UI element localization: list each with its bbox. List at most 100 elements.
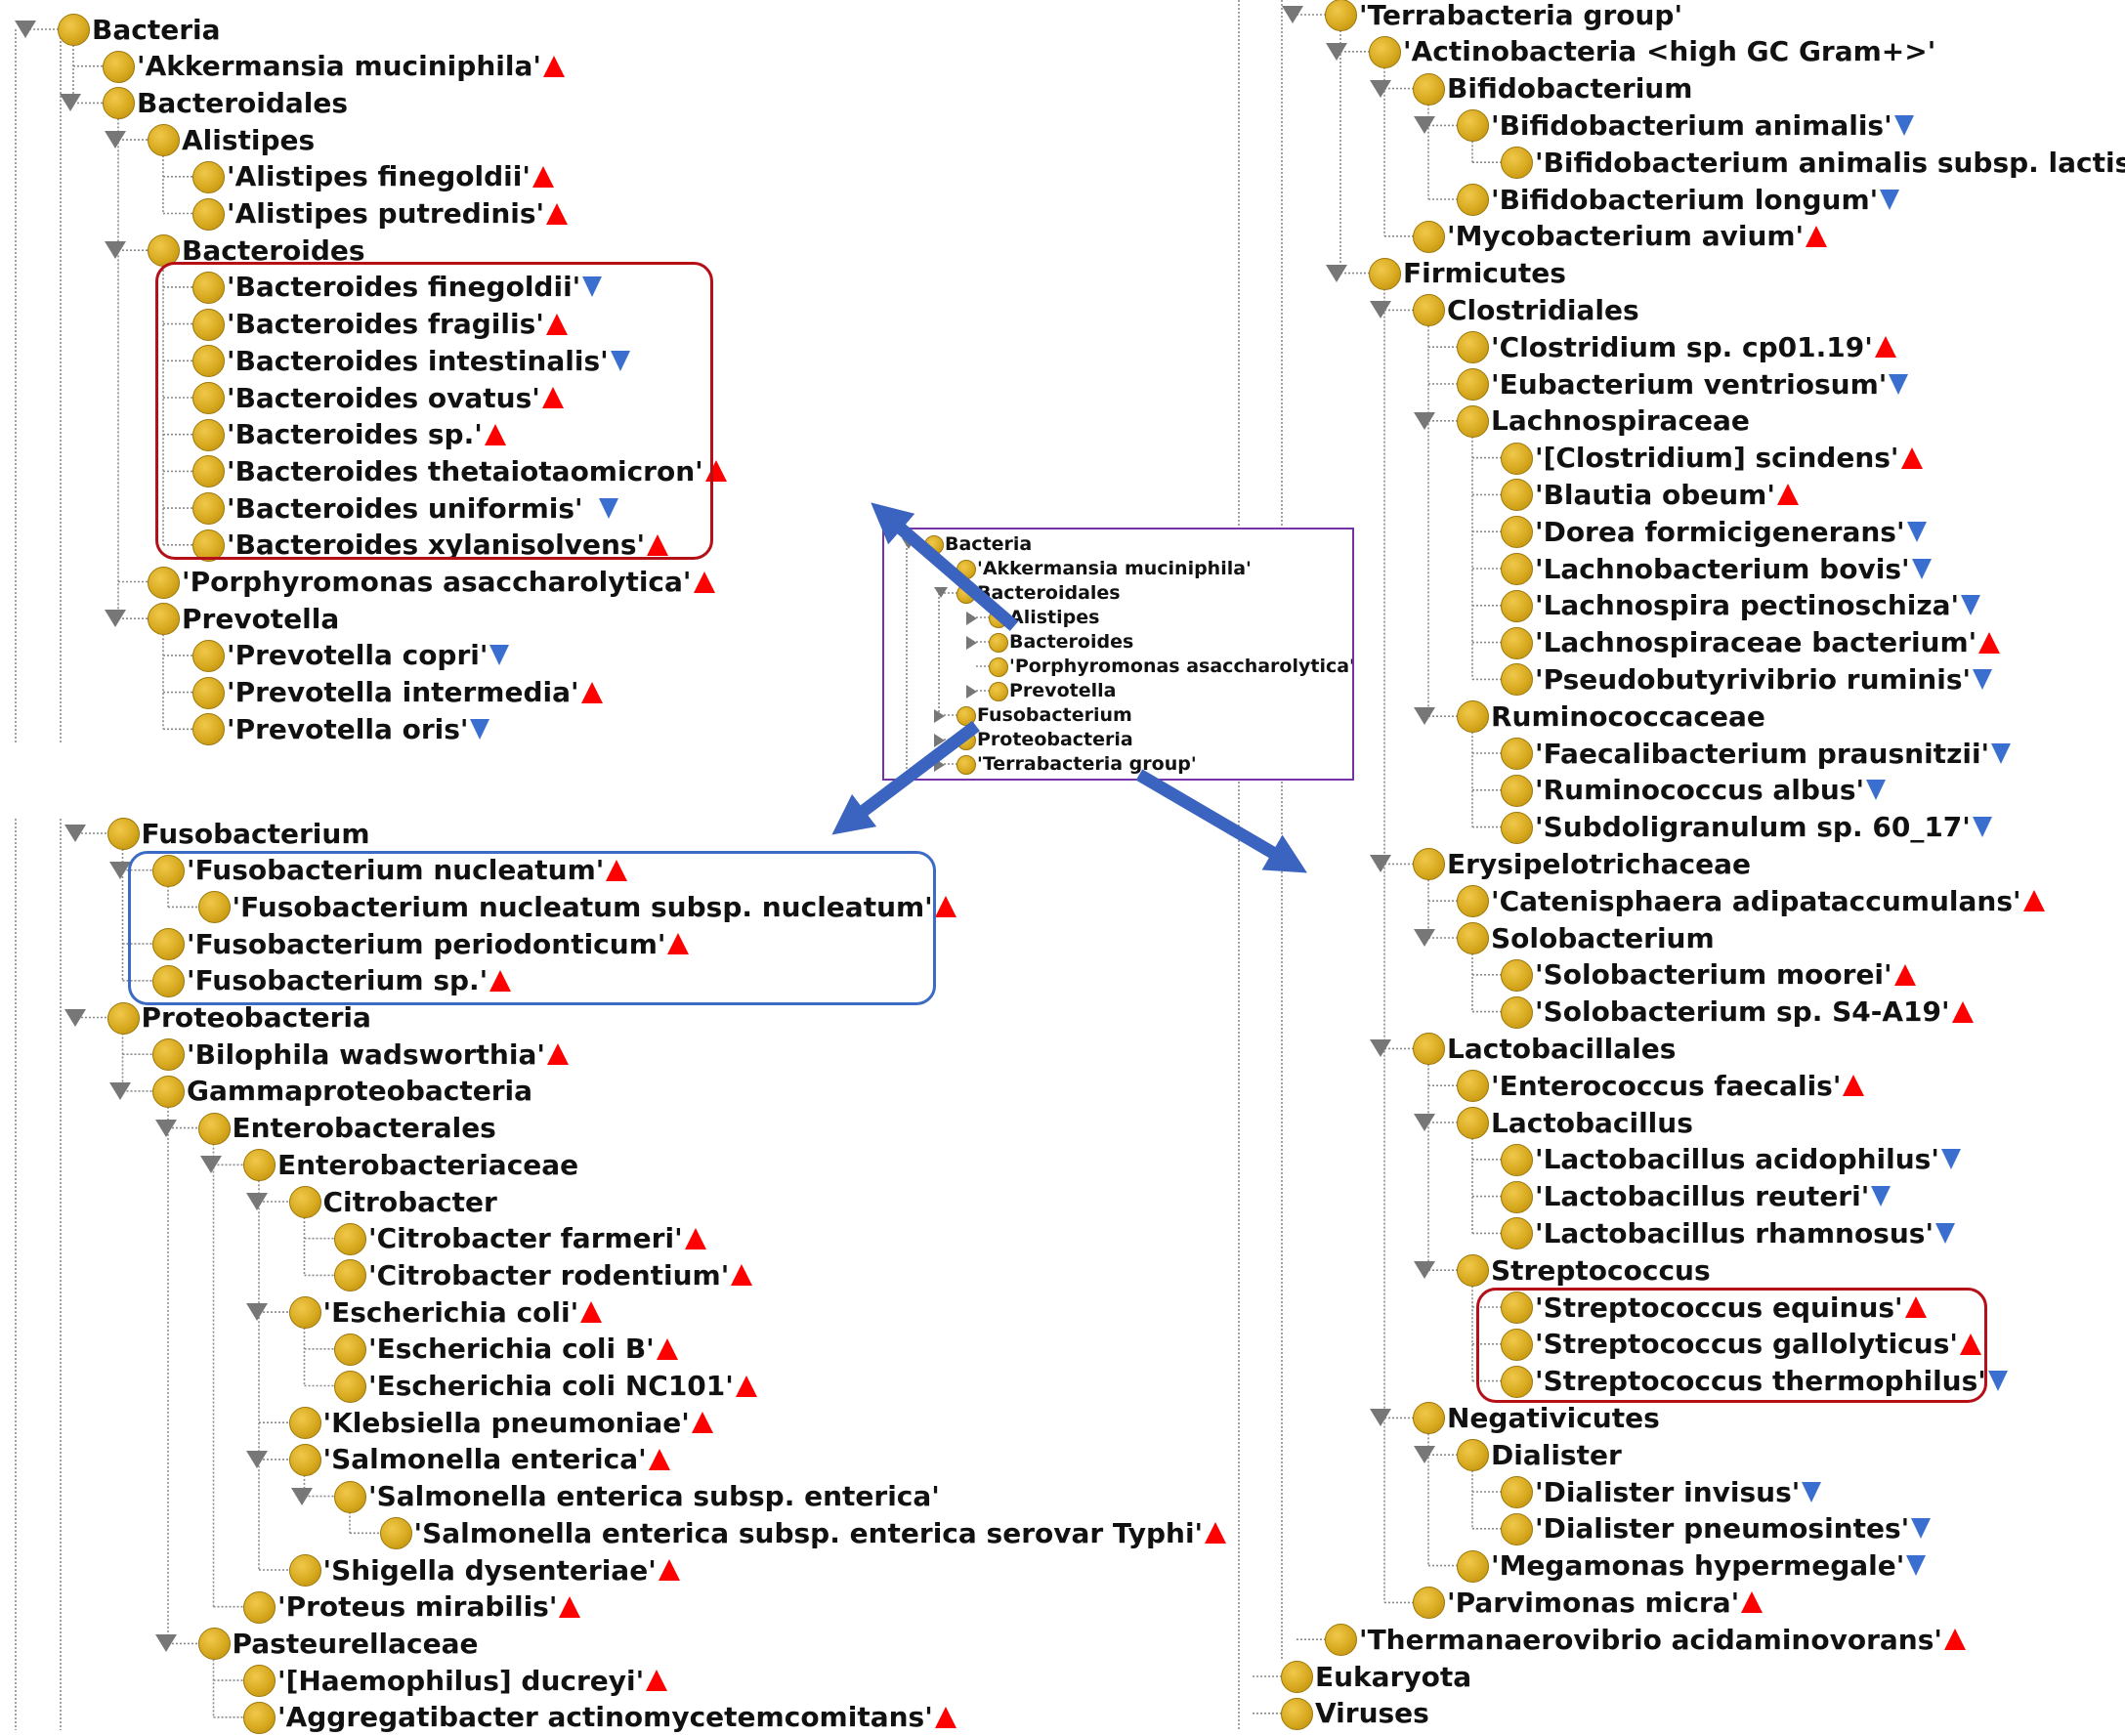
tree-node[interactable]: 'Catenisphaera adipataccumulans' [1491,882,2045,919]
tree-node[interactable]: Clostridiales [1447,291,1639,328]
tree-node[interactable]: 'Mycobacterium avium' [1447,218,1828,255]
tree-node[interactable]: 'Solobacterium moorei' [1535,956,1916,994]
tree-node[interactable]: 'Solobacterium sp. S4-A19' [1535,994,1974,1031]
tree-node[interactable]: 'Prevotella intermedia' [227,674,603,711]
tree-node[interactable]: 'Bifidobacterium longum' [1491,181,1900,218]
tree-node[interactable]: Bacteroides [182,232,365,269]
tree-node[interactable]: 'Bacteroides xylanisolvens' [227,527,669,564]
tree-node[interactable]: 'Fusobacterium periodonticum' [187,925,690,962]
tree-node[interactable]: 'Bifidobacterium animalis' [1491,106,1914,144]
expand-toggle-icon[interactable] [105,241,126,260]
minimap-tree-node[interactable]: Fusobacterium [977,703,1132,727]
tree-node[interactable]: 'Fusobacterium sp.' [187,962,512,999]
minimap-tree-node[interactable]: Bacteroidales [977,581,1121,605]
tree-node[interactable]: 'Clostridium sp. cp01.19' [1491,328,1896,365]
minimap-expanded-toggle-icon[interactable] [902,538,915,549]
tree-node[interactable]: 'Bacteroides thetaiotaomicron' [227,452,727,489]
expand-toggle-icon[interactable] [1370,1409,1391,1427]
tree-node[interactable]: Citrobacter [323,1183,497,1220]
tree-node[interactable]: 'Bacteroides uniformis' [227,489,618,527]
minimap-tree-node[interactable]: 'Terrabacteria group' [977,752,1197,776]
expand-toggle-icon[interactable] [1414,116,1435,135]
minimap-tree-node[interactable]: Bacteria [945,532,1032,556]
tree-node[interactable]: 'Megamonas hypermegale' [1491,1547,1927,1585]
minimap-tree-node[interactable]: 'Porphyromonas asaccharolytica' [1009,655,1352,678]
tree-node[interactable]: 'Terrabacteria group' [1359,0,1682,33]
tree-node[interactable]: Fusobacterium [142,815,370,852]
expand-toggle-icon[interactable] [1326,42,1347,61]
expand-toggle-icon[interactable] [1370,301,1391,319]
minimap-collapsed-toggle-icon[interactable] [934,758,945,772]
tree-node[interactable]: Eukaryota [1315,1658,1471,1695]
tree-node[interactable]: Viruses [1315,1695,1429,1732]
tree-node[interactable]: Pasteurellaceae [233,1625,479,1662]
minimap-tree-node[interactable]: Prevotella [1009,679,1116,702]
tree-node[interactable]: 'Bacteroides ovatus' [227,379,564,416]
tree-node[interactable]: Firmicutes [1403,255,1566,292]
tree-node[interactable]: 'Citrobacter rodentium' [368,1256,753,1293]
minimap-collapsed-toggle-icon[interactable] [966,612,977,625]
tree-node[interactable]: Lachnospiraceae [1491,402,1750,440]
expand-toggle-icon[interactable] [15,21,36,38]
expand-toggle-icon[interactable] [105,610,126,628]
tree-node[interactable]: 'Escherichia coli' [323,1293,603,1331]
tree-node[interactable]: Alistipes [182,121,315,158]
expand-toggle-icon[interactable] [1370,855,1391,873]
tree-node[interactable]: 'Dialister pneumosintes' [1535,1510,1932,1547]
expand-toggle-icon[interactable] [245,1450,268,1468]
tree-node[interactable]: 'Salmonella enterica subsp. enterica ser… [414,1514,1227,1551]
tree-node[interactable]: Bacteria [92,11,221,48]
expand-toggle-icon[interactable] [245,1193,268,1210]
expand-toggle-icon[interactable] [1326,264,1347,282]
tree-node[interactable]: 'Salmonella enterica' [323,1441,670,1478]
expand-toggle-icon[interactable] [1414,1261,1435,1280]
minimap-expanded-toggle-icon[interactable] [934,587,948,598]
tree-node[interactable]: 'Parvimonas micra' [1447,1584,1764,1621]
minimap-collapsed-toggle-icon[interactable] [966,636,977,650]
tree-node[interactable]: Prevotella [182,600,339,637]
tree-node[interactable]: Proteobacteria [142,999,371,1037]
tree-node[interactable]: 'Dialister invisus' [1535,1473,1822,1510]
tree-node[interactable]: Solobacterium [1491,919,1715,956]
minimap-tree-node[interactable]: Bacteroides [1009,630,1133,654]
tree-node[interactable]: 'Ruminococcus albus' [1535,772,1887,809]
tree-node[interactable]: 'Bifidobacterium animalis subsp. lactis' [1535,144,2125,181]
minimap-collapsed-toggle-icon[interactable] [966,685,977,699]
tree-node[interactable]: Bifidobacterium [1447,70,1692,107]
minimap-collapsed-toggle-icon[interactable] [934,709,945,723]
tree-node[interactable]: Erysipelotrichaceae [1447,845,1751,882]
expand-toggle-icon[interactable] [1370,1039,1391,1058]
expand-toggle-icon[interactable] [200,1156,222,1174]
tree-node[interactable]: 'Bacteroides intestinalis' [227,342,630,379]
expand-toggle-icon[interactable] [60,94,81,112]
tree-node[interactable]: 'Klebsiella pneumoniae' [323,1404,713,1441]
expand-toggle-icon[interactable] [1414,1446,1435,1464]
tree-node[interactable]: 'Prevotella copri' [227,637,510,674]
expand-toggle-icon[interactable] [1282,6,1303,23]
tree-node[interactable]: 'Escherichia coli B' [368,1331,678,1368]
tree-node[interactable]: 'Proteus mirabilis' [277,1588,581,1626]
expand-toggle-icon[interactable] [245,1303,268,1322]
tree-node[interactable]: 'Streptococcus gallolyticus' [1535,1326,1981,1363]
tree-node[interactable]: 'Escherichia coli NC101' [368,1368,757,1405]
tree-node[interactable]: 'Enterococcus faecalis' [1491,1067,1865,1104]
tree-node[interactable]: 'Thermanaerovibrio acidaminovorans' [1359,1621,1966,1658]
tree-node[interactable]: 'Dorea formicigenerans' [1535,513,1927,550]
tree-node[interactable]: 'Lachnobacterium bovis' [1535,550,1932,587]
expand-toggle-icon[interactable] [1414,929,1435,947]
minimap-collapsed-toggle-icon[interactable] [934,734,945,747]
expand-toggle-icon[interactable] [105,131,126,149]
tree-node[interactable]: '[Haemophilus] ducreyi' [277,1662,668,1699]
expand-toggle-icon[interactable] [1414,411,1435,430]
tree-node[interactable]: 'Lactobacillus rhamnosus' [1535,1214,1956,1251]
tree-node[interactable]: '[Clostridium] scindens' [1535,440,1923,477]
minimap-tree-node[interactable]: Alistipes [1009,606,1099,629]
expand-toggle-icon[interactable] [109,1081,131,1100]
tree-node[interactable]: 'Actinobacteria <high GC Gram+>' [1403,33,1935,70]
tree-node[interactable]: 'Bacteroides sp.' [227,416,506,453]
tree-node[interactable]: 'Lachnospiraceae bacterium' [1535,624,2001,661]
expand-toggle-icon[interactable] [291,1487,313,1505]
tree-node[interactable]: 'Citrobacter farmeri' [368,1220,706,1257]
tree-node[interactable]: Dialister [1491,1436,1622,1473]
tree-node[interactable]: Negativicutes [1447,1399,1660,1436]
